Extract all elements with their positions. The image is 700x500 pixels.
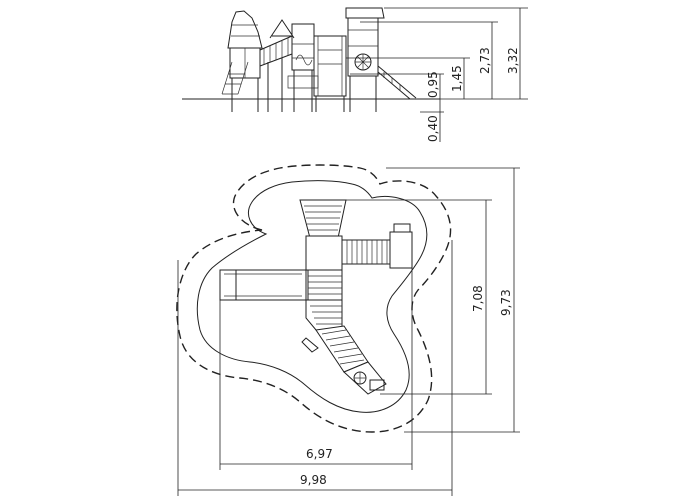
surface-outline [196,180,428,413]
height-label-332: 3,32 [506,47,520,74]
plan-diagonal-bridge [301,325,369,373]
plan-center-walkway [305,269,343,331]
height-label-040: 0,40 [426,115,440,142]
plan-right-bridge [341,223,413,269]
right-tower [345,7,385,112]
height-label-095: 0,95 [426,71,440,98]
triangle-roof [269,19,295,39]
height-label-273: 2,73 [478,47,492,74]
width-label-998: 9,98 [300,473,327,487]
height-label-145: 1,45 [450,65,464,92]
roof-tower [221,10,263,112]
plan-bottom-tower [343,361,387,395]
slide-panel [313,35,347,112]
plan-dimensions [177,167,520,496]
elevation-view: 3,32 2,73 1,45 0,95 0,40 [182,7,528,142]
elevation-dimensions [346,7,528,142]
safety-zone-outline [176,164,452,433]
width-label-697: 6,97 [306,447,333,461]
plan-view: 6,97 9,98 7,08 9,73 [176,164,520,496]
depth-label-708: 7,08 [471,285,485,312]
right-ramp [377,65,417,100]
central-tower [287,23,319,112]
plan-top-ladder [299,199,347,271]
depth-label-973: 9,73 [499,289,513,316]
plan-slide [219,269,307,301]
left-bridge [259,35,293,112]
